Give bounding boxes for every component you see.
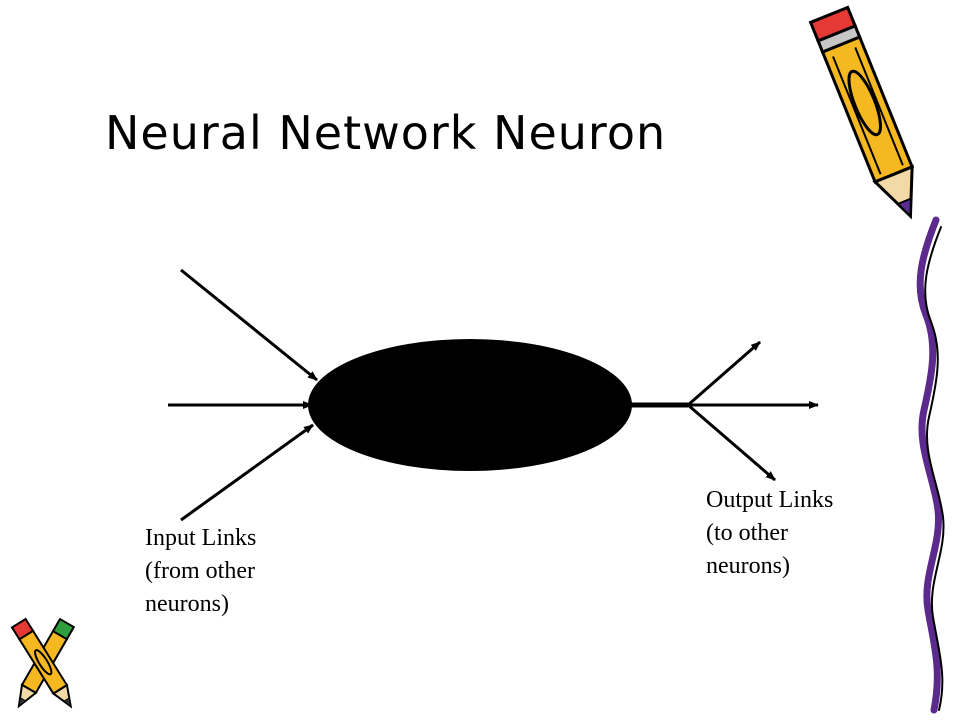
pencil-icon (808, 5, 915, 220)
output-label-line-3: neurons) (706, 553, 790, 579)
pencils-icon (10, 617, 76, 709)
input-label-line-3: neurons) (145, 591, 229, 617)
output-label-line-1: Output Links (706, 487, 834, 513)
input-links-label: Input Links (from other neurons) (145, 522, 256, 621)
input-link-bottom (180, 423, 314, 522)
input-label-line-2: (from other (145, 558, 255, 584)
input-label-line-1: Input Links (145, 525, 257, 551)
output-link-bottom (687, 403, 776, 482)
neuron-node (308, 339, 632, 471)
output-links-label: Output Links (to other neurons) (706, 484, 833, 583)
output-label-line-2: (to other (706, 520, 788, 546)
output-link-top (687, 340, 761, 407)
slide-title: Neural Network Neuron (105, 106, 667, 160)
input-link-top (180, 268, 318, 382)
squiggle-line (916, 216, 945, 714)
